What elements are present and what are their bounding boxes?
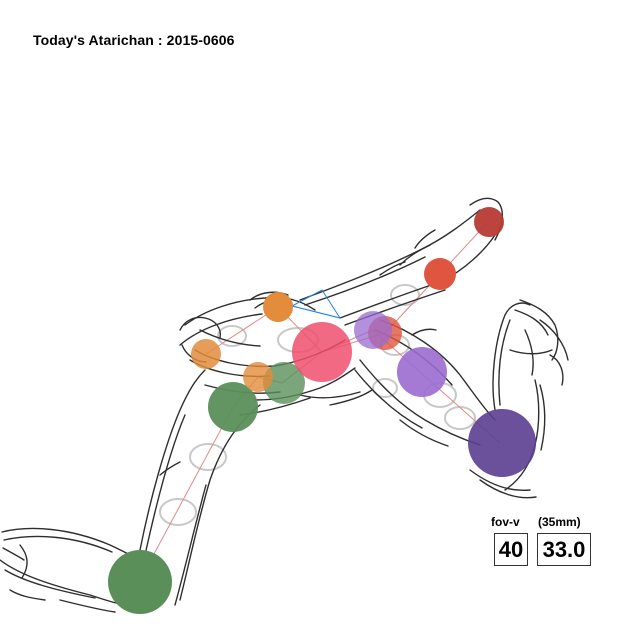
sketch-stroke — [19, 544, 28, 579]
sketch-stroke — [159, 461, 181, 476]
sketch-stroke — [2, 547, 25, 561]
sketch-stroke — [399, 419, 449, 447]
sketch-stroke — [469, 469, 531, 492]
sketch-stroke — [9, 589, 46, 601]
sketch-stroke — [144, 414, 186, 556]
sketch-stroke — [344, 289, 446, 326]
sketch-stroke — [329, 389, 373, 406]
sketch-stroke — [139, 369, 206, 551]
joint-chest[interactable] — [292, 322, 352, 382]
guide-ellipse — [159, 498, 197, 526]
sketch-stroke — [59, 599, 116, 613]
sketch-stroke — [514, 309, 549, 336]
page-title: Today's Atarichan : 2015-0606 — [33, 32, 235, 48]
guide-ellipse — [189, 443, 227, 471]
joint-foot-left[interactable] — [108, 550, 172, 614]
sketch-stroke — [414, 229, 436, 249]
sketch-stroke — [379, 261, 406, 276]
guide-ellipse — [217, 325, 247, 347]
sketch-stroke — [3, 535, 113, 553]
guide-ellipse — [390, 284, 420, 306]
sketch-stroke — [492, 302, 531, 411]
sketch-stroke — [539, 319, 569, 361]
joint-hand-raised[interactable] — [474, 207, 504, 237]
sketch-strokes — [0, 197, 569, 613]
joint-hip-left[interactable] — [263, 362, 305, 404]
sketch-stroke — [411, 328, 437, 336]
bone-line — [321, 221, 489, 353]
guide-ellipses — [159, 284, 476, 526]
sketch-stroke — [179, 316, 222, 339]
sketch-stroke — [179, 404, 261, 601]
sketch-stroke — [174, 484, 207, 606]
sketch-stroke — [299, 209, 481, 301]
sketch-stroke — [339, 234, 496, 319]
sketch-stroke — [549, 354, 564, 386]
joint-hip-center[interactable] — [243, 362, 273, 392]
sketch-stroke — [498, 319, 511, 406]
fov-35mm-value[interactable]: 33.0 — [537, 533, 591, 566]
fov-v-label: fov-v — [491, 515, 520, 529]
sketch-stroke — [184, 296, 316, 326]
sketch-stroke — [539, 384, 546, 451]
sketch-stroke — [509, 349, 553, 355]
camera-gizmo[interactable] — [290, 289, 342, 319]
joint-hand-right[interactable] — [468, 409, 536, 477]
sketch-stroke — [519, 299, 559, 361]
sketch-stroke — [299, 391, 361, 399]
joint-knee-left[interactable] — [208, 382, 258, 432]
sketch-stroke — [379, 319, 496, 421]
fov-v-value[interactable]: 40 — [494, 533, 528, 566]
joint-forearm-raised[interactable] — [424, 258, 456, 290]
guide-ellipse — [372, 378, 398, 398]
sketch-stroke — [304, 256, 426, 306]
sketch-stroke — [359, 359, 481, 446]
fov-35mm-label: (35mm) — [538, 515, 581, 529]
guide-ellipse — [444, 406, 476, 430]
sketch-stroke — [4, 569, 96, 599]
joint-shoulder-right-purple[interactable] — [354, 311, 392, 349]
joint-elbow-left[interactable] — [263, 292, 293, 322]
sketch-stroke — [354, 369, 423, 429]
joint-elbow-right[interactable] — [397, 347, 447, 397]
joint-markers[interactable] — [108, 207, 536, 614]
camera-line — [291, 305, 341, 319]
sketch-stroke — [524, 329, 534, 376]
sketch-stroke — [0, 559, 126, 606]
joint-hand-left[interactable] — [191, 339, 221, 369]
sketch-stroke — [479, 479, 537, 499]
sketch-stroke — [199, 329, 261, 347]
